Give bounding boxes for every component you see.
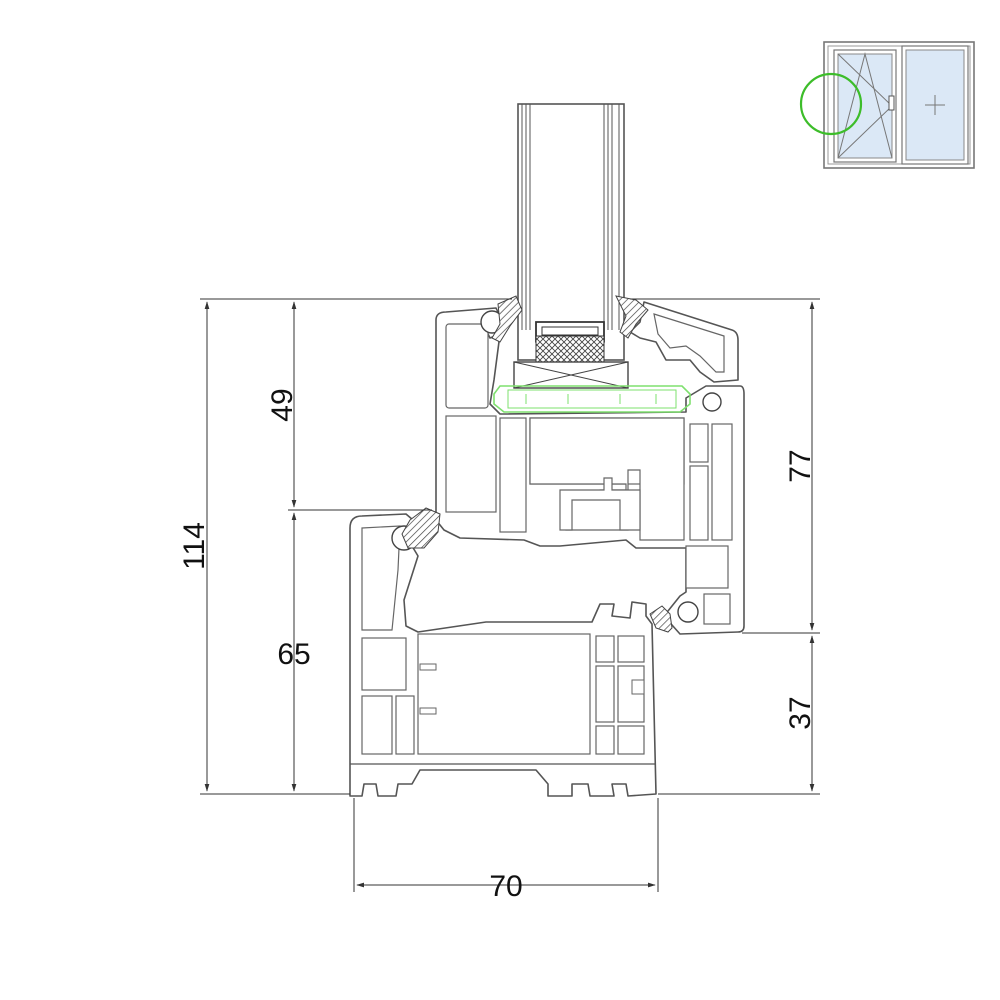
window-thumbnail: [799, 41, 975, 169]
frame-profile: [349, 513, 657, 797]
glass-unit: [517, 103, 625, 367]
dimension-lines: [200, 298, 820, 892]
glazing-bead-highlight: [493, 385, 691, 413]
dimension-labels: 114 49 65 77 37 70: [178, 388, 817, 903]
dim-label-77: 77: [784, 449, 817, 482]
highlight-circle: [799, 72, 863, 136]
dim-label-65: 65: [277, 638, 310, 671]
thumbnail-right-sash: [901, 45, 969, 165]
dim-label-37: 37: [784, 696, 817, 729]
handle-icon: [888, 95, 895, 111]
dim-label-70: 70: [489, 870, 522, 903]
dim-label-49: 49: [266, 388, 299, 421]
gaskets: [401, 295, 673, 633]
dim-label-114: 114: [178, 522, 211, 570]
sash-profile: [435, 301, 745, 635]
glazing-block: [513, 361, 629, 389]
thumbnail-left-sash: [833, 49, 897, 163]
